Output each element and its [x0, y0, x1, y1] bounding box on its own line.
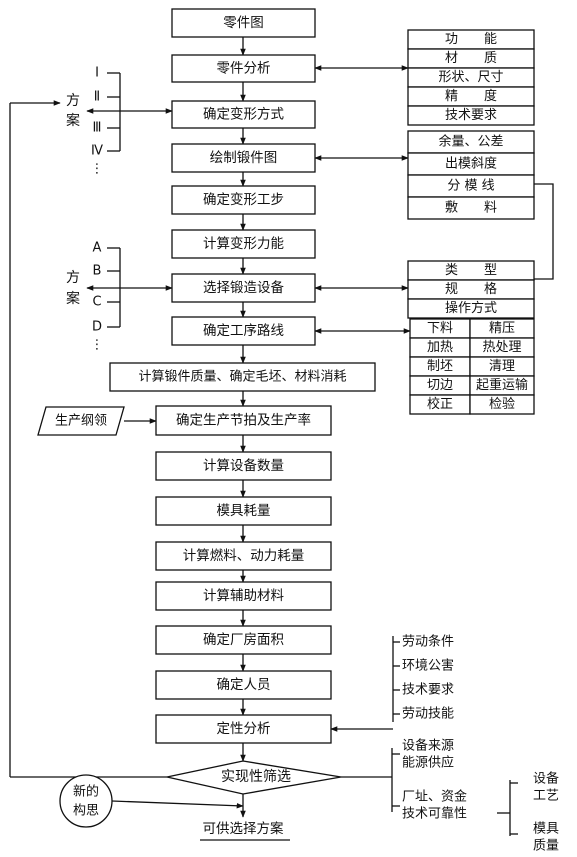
- step-equipment-count: [155, 451, 332, 481]
- scheme-letter: ⋮: [91, 338, 104, 353]
- step-feasibility-screening: [166, 760, 342, 795]
- equipment-item: 规 格: [445, 281, 497, 297]
- screening-output: 设备来源: [402, 738, 454, 754]
- step-select-equipment-label: 选择锻造设备: [203, 279, 284, 296]
- scheme-number: Ⅱ: [94, 90, 100, 105]
- process-route-item: 切边: [427, 378, 453, 393]
- step-fuel-power: [155, 541, 332, 571]
- step-forging-drawing-label: 绘制锻件图: [210, 150, 278, 166]
- step-force-calc-label: 计算变形力能: [203, 236, 284, 252]
- screening-output: 技术可靠性: [402, 807, 467, 822]
- equipment-cell: [407, 298, 535, 319]
- step-mass-calc: [109, 362, 376, 392]
- final-output-label: 可供选择方案: [203, 820, 284, 837]
- process-route-item: 起重运输: [476, 377, 528, 393]
- part-analysis-item: 精 度: [445, 88, 497, 104]
- new-idea-circle: [59, 774, 113, 828]
- step-select-equipment: [171, 273, 316, 303]
- forging-drawing-item: 出模斜度: [445, 156, 497, 172]
- step-deformation-method: [171, 100, 316, 129]
- reliability-item: 设备: [533, 771, 559, 787]
- scheme-number: Ⅳ: [91, 144, 103, 159]
- step-equipment-count-label: 计算设备数量: [203, 457, 284, 474]
- forging-drawing-cell: [407, 196, 535, 220]
- step-auxiliary-material: [155, 581, 332, 611]
- production-program-box: [37, 406, 125, 436]
- step-process-route: [171, 316, 316, 346]
- step-deformation-steps-label: 确定变形工步: [203, 192, 284, 208]
- scheme-letter: D: [92, 320, 102, 335]
- scheme-label: 方: [66, 93, 80, 109]
- scheme-number: ⋮: [91, 162, 104, 177]
- process-route-item: 校正: [427, 396, 453, 412]
- process-route-item: 检验: [489, 396, 515, 412]
- connector-line: [534, 183, 554, 280]
- step-process-route-label: 确定工序路线: [203, 323, 284, 339]
- step-force-calc: [171, 229, 316, 259]
- screening-output: 厂址、资金: [402, 789, 467, 805]
- equipment-item: 操作方式: [445, 300, 497, 316]
- scheme-letter: A: [93, 241, 102, 256]
- process-route-item: 制坯: [427, 359, 453, 374]
- step-part-analysis: [171, 54, 316, 83]
- screening-output: 能源供应: [402, 755, 454, 771]
- step-fuel-power-label: 计算燃料、动力耗量: [183, 547, 305, 564]
- step-deformation-method-label: 确定变形方式: [203, 107, 284, 123]
- step-part-drawing-label: 零件图: [223, 15, 264, 31]
- reliability-item: 模具: [533, 822, 559, 837]
- step-production-rate-label: 确定生产节拍及生产率: [176, 412, 311, 429]
- process-route-item: 热处理: [482, 340, 521, 355]
- step-production-rate: [155, 405, 332, 436]
- process-route-item: 下料: [427, 321, 453, 336]
- qualitative-input: 环境公害: [402, 658, 454, 674]
- part-analysis-item: 技术要求: [445, 108, 497, 123]
- step-plant-area-label: 确定厂房面积: [203, 632, 284, 648]
- scheme-number: Ⅰ: [95, 66, 99, 81]
- step-auxiliary-material-label: 计算辅助材料: [203, 588, 284, 604]
- part-analysis-item: 形状、尺寸: [438, 70, 503, 85]
- production-program-label: 生产纲领: [55, 414, 107, 429]
- step-part-drawing: [171, 8, 316, 38]
- step-deformation-steps: [171, 185, 316, 215]
- step-mass-calc-label: 计算锻件质量、确定毛坯、材料消耗: [138, 370, 346, 385]
- new-idea-label: 构思: [73, 804, 99, 819]
- forging-drawing-item: 分 模 线: [447, 179, 494, 194]
- qualitative-input: 技术要求: [402, 683, 454, 698]
- part-analysis-item: 功 能: [445, 32, 497, 47]
- qualitative-input: 劳动技能: [402, 706, 454, 722]
- scheme-letter: C: [92, 295, 101, 310]
- forging-drawing-item: 余量、公差: [438, 134, 503, 150]
- reliability-item: 质量: [533, 839, 559, 854]
- scheme-label: 案: [66, 112, 80, 129]
- scheme-number: Ⅲ: [93, 121, 102, 136]
- step-part-analysis-label: 零件分析: [217, 61, 271, 77]
- scheme-letter: B: [93, 264, 102, 279]
- part-analysis-item: 材 质: [445, 51, 497, 66]
- step-personnel-label: 确定人员: [217, 677, 271, 693]
- step-die-consumption-label: 模具耗量: [217, 503, 271, 519]
- equipment-item: 类 型: [445, 263, 497, 278]
- step-feasibility-screening-label: 实现性筛选: [221, 769, 291, 785]
- step-qualitative-analysis-label: 定性分析: [217, 721, 271, 737]
- qualitative-input: 劳动条件: [402, 634, 454, 650]
- forging-drawing-item: 敷 料: [445, 201, 497, 216]
- new-idea-label: 新的: [73, 784, 99, 800]
- reliability-item: 工艺: [533, 789, 559, 804]
- scheme-label: 案: [66, 290, 80, 307]
- step-personnel: [155, 670, 332, 700]
- step-plant-area: [155, 625, 332, 655]
- process-route-cell: [469, 394, 535, 415]
- scheme-label: 方: [66, 270, 80, 286]
- part-analysis-cell: [407, 105, 535, 126]
- process-route-item: 清理: [489, 359, 515, 374]
- process-route-item: 加热: [427, 340, 453, 355]
- flow-arrow: [111, 800, 244, 809]
- process-route-item: 精压: [489, 321, 515, 336]
- step-die-consumption: [155, 496, 332, 526]
- step-forging-drawing: [171, 143, 316, 173]
- step-qualitative-analysis: [155, 714, 332, 744]
